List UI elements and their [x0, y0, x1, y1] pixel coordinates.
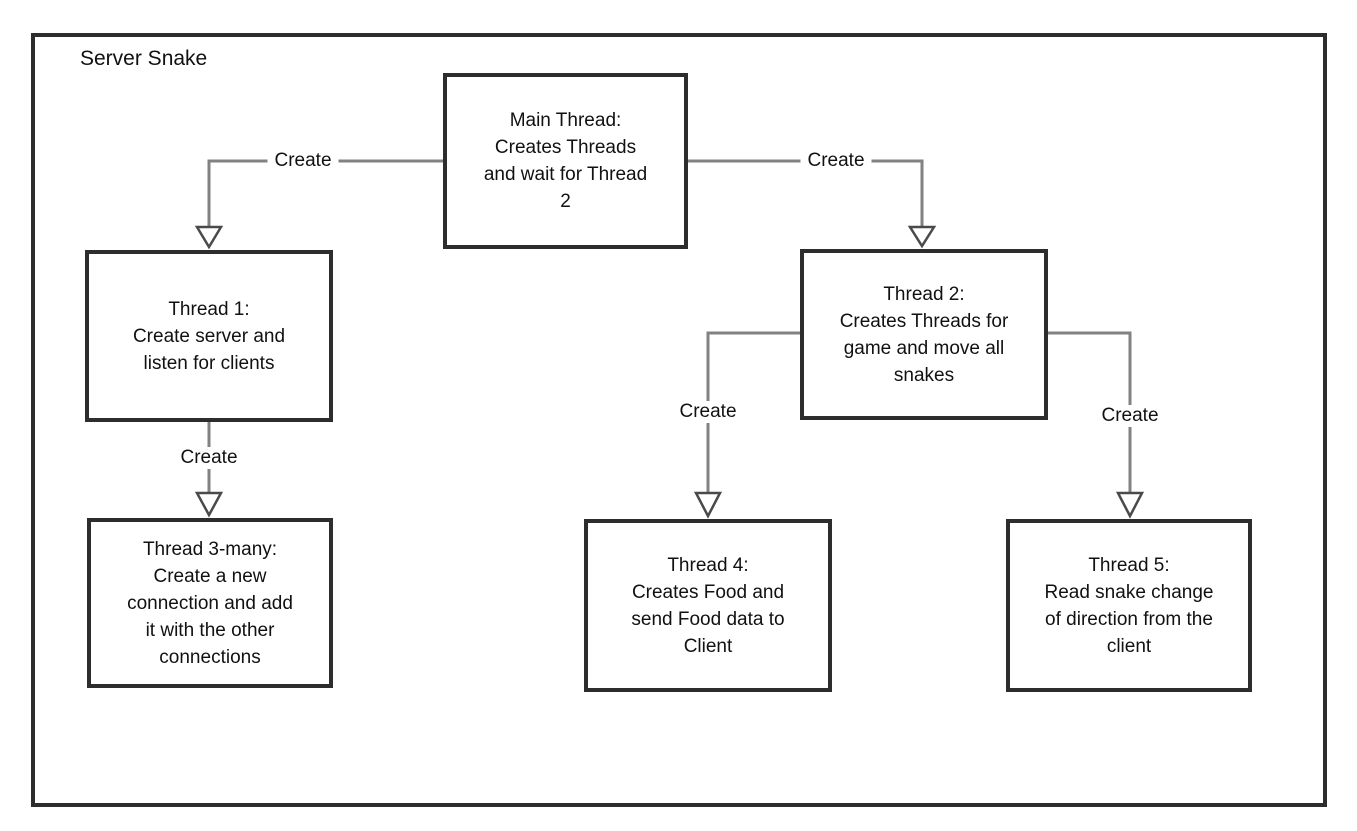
node-thread-5-label: Thread 5: Read snake change of direction… — [1044, 554, 1214, 657]
node-thread-4-label: Thread 4: Creates Food and send Food dat… — [631, 554, 785, 657]
node-thread-1-label: Thread 1: Create server and listen for c… — [132, 298, 286, 374]
diagram-title: Server Snake — [80, 47, 208, 70]
edge-label-create: Create — [672, 401, 744, 423]
node-thread-5: Thread 5: Read snake change of direction… — [1006, 519, 1252, 692]
edge-label-create: Create — [173, 447, 245, 469]
edge-label-create: Create — [1094, 405, 1166, 427]
node-main-thread: Main Thread: Creates Threads and wait fo… — [443, 73, 688, 249]
node-thread-2-label: Thread 2: Creates Threads for game and m… — [839, 283, 1009, 386]
node-thread-3-many-label: Thread 3-many: Create a new connection a… — [127, 538, 293, 668]
node-thread-4: Thread 4: Creates Food and send Food dat… — [584, 519, 832, 692]
edge-label-create: Create — [267, 150, 339, 172]
node-thread-3-many: Thread 3-many: Create a new connection a… — [87, 518, 333, 688]
edge-label-create: Create — [800, 150, 872, 172]
node-main-thread-label: Main Thread: Creates Threads and wait fo… — [483, 110, 648, 212]
node-thread-2: Thread 2: Creates Threads for game and m… — [800, 249, 1048, 420]
node-thread-1: Thread 1: Create server and listen for c… — [85, 250, 333, 422]
